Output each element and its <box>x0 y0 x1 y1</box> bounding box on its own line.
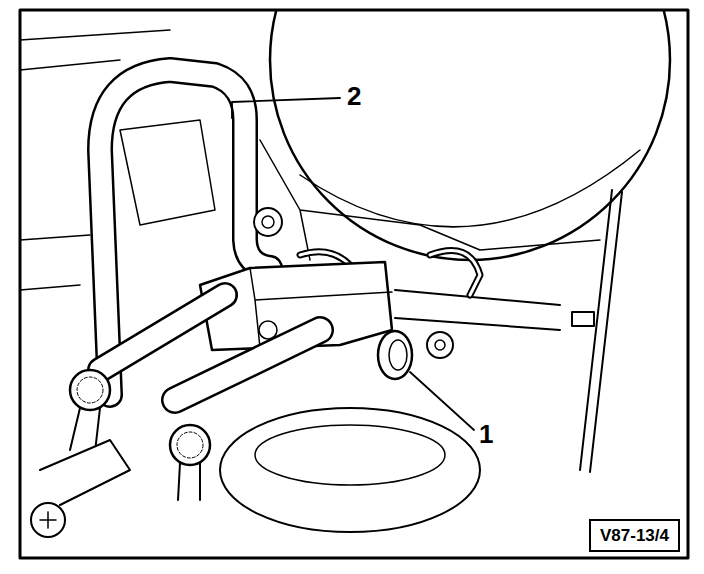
engine-lines <box>260 140 600 260</box>
figure-code-box: V87-13/4 <box>589 519 680 552</box>
bolt-center <box>435 340 445 350</box>
figure-code: V87-13/4 <box>600 527 669 544</box>
figure-frame <box>20 10 688 558</box>
ground-symbol <box>31 503 65 537</box>
housing-dome <box>270 10 670 260</box>
knurled-knob <box>70 370 110 452</box>
dipstick-rod <box>580 190 622 472</box>
callout-number: 2 <box>344 82 364 110</box>
bolt-head <box>254 208 282 236</box>
lower-hose-outer <box>175 330 320 400</box>
pipe-right <box>395 290 560 330</box>
valve-port <box>378 331 412 379</box>
bolt-head <box>427 332 453 358</box>
side-hose-inner <box>100 295 225 370</box>
bracket-plate <box>120 120 215 225</box>
leader-line <box>410 372 474 430</box>
callout-number: 1 <box>476 420 496 448</box>
illustration-body <box>20 10 670 537</box>
side-hose-outer <box>100 295 225 370</box>
lower-housing-rim <box>255 425 445 485</box>
lower-housing <box>220 408 480 532</box>
lower-hose-inner <box>175 330 320 400</box>
leader-line <box>232 98 340 118</box>
plug-connector <box>40 440 130 505</box>
rod-clip <box>572 312 594 326</box>
ground-symbol-mark <box>40 512 56 528</box>
valve-port-inner <box>389 340 407 370</box>
bolt-center <box>262 216 274 228</box>
valve-screw <box>259 321 277 339</box>
housing-rim <box>300 150 640 227</box>
knurled-knob <box>170 425 210 500</box>
